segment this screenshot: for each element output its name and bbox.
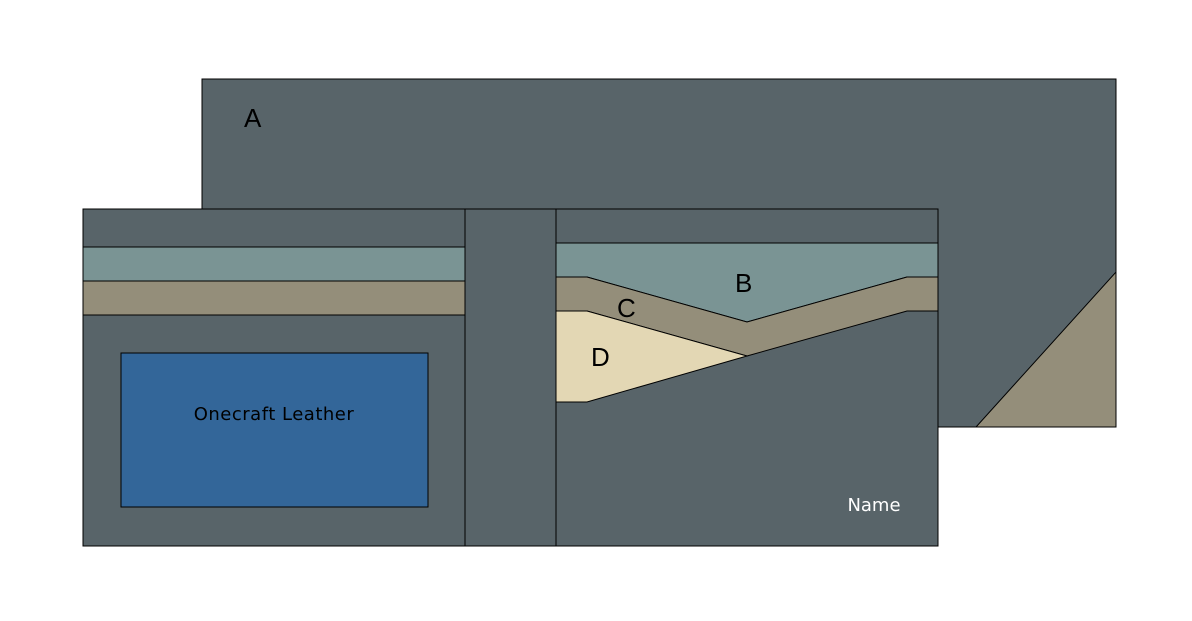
part-a-corner-triangle [974,270,1117,428]
label-d: D [591,342,610,372]
brand-text: Onecraft Leather [194,404,355,425]
left-pocket-teal [82,246,466,282]
brand-panel [120,352,429,508]
label-a: A [244,103,262,133]
label-b: B [735,268,752,298]
name-text: Name [847,495,900,516]
spine [464,208,557,547]
pocket-d [555,310,749,403]
left-pocket-tan [82,280,466,316]
label-c: C [617,293,636,323]
